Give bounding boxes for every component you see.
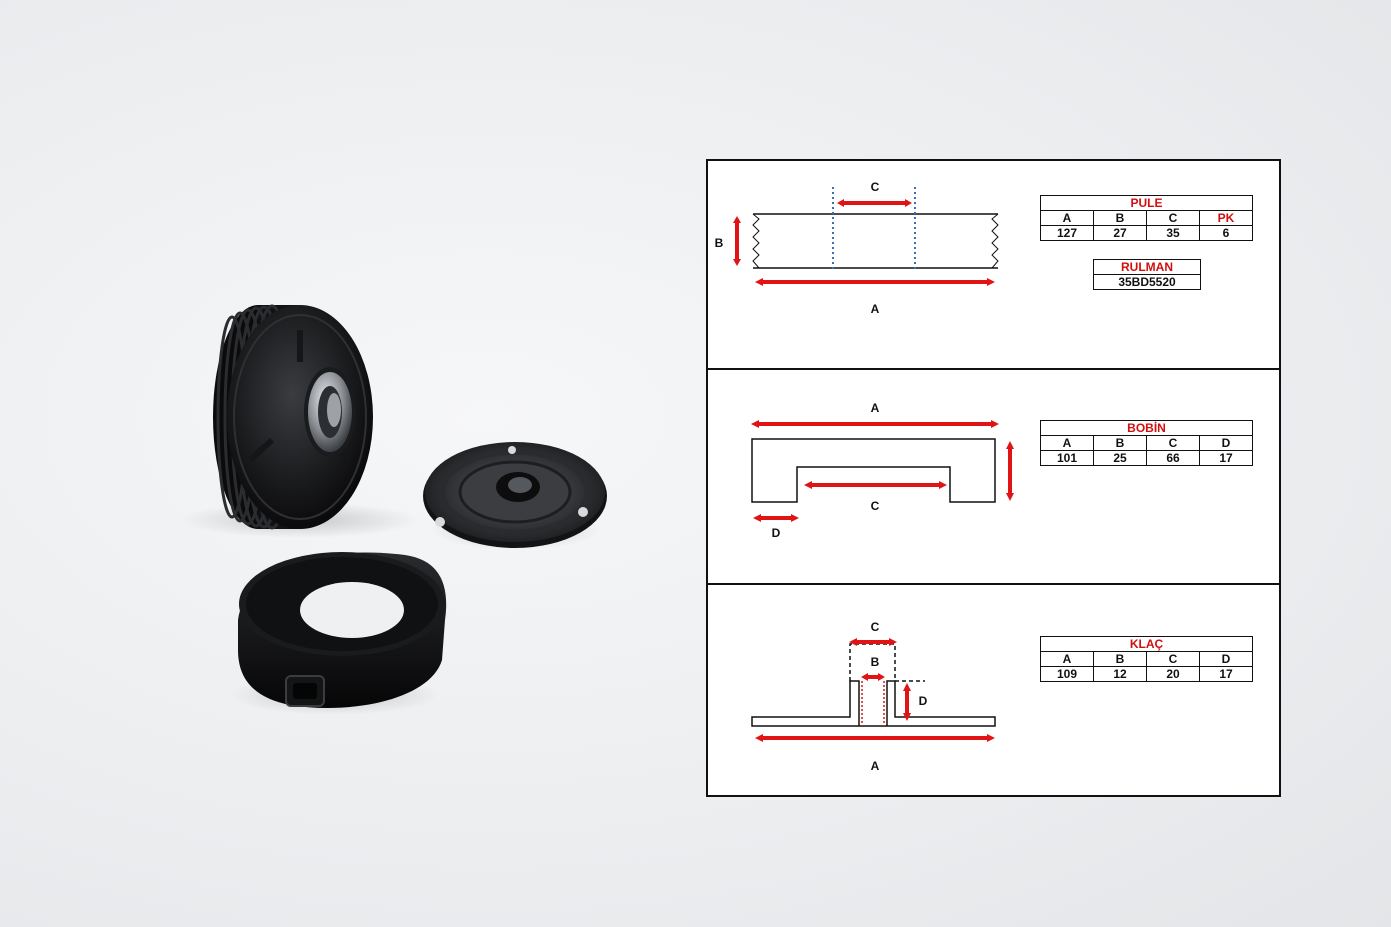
bobin-dim-c: [804, 481, 947, 489]
pule-header-c: C: [1146, 210, 1200, 226]
pulley-dim-a: [755, 278, 995, 286]
pule-table-title: PULE: [1040, 195, 1253, 211]
bobin-value-b: 25: [1093, 450, 1147, 466]
klac-value-c: 20: [1146, 666, 1200, 682]
bobin-section: A C D BOBİN A B C D 101 25 66 17: [708, 368, 1279, 585]
pulley-diagram: C B A: [715, 180, 999, 316]
klac-table: KLAÇ A B C D 109 12 20 17: [1040, 636, 1253, 682]
pulley-section: C B A PULE A B C PK 127 27 35 6 RULMAN 3…: [708, 161, 1279, 370]
bobin-value-d: 17: [1199, 450, 1253, 466]
rulman-table-title: RULMAN: [1093, 259, 1201, 275]
pule-value-a: 127: [1040, 225, 1094, 241]
klac-label-c: C: [871, 620, 880, 634]
pule-value-c: 35: [1146, 225, 1200, 241]
klac-diagram: C B D A: [751, 620, 996, 773]
bobin-header-b: B: [1093, 435, 1147, 451]
clutch-plate-part: [423, 442, 607, 550]
pulley-label-b: B: [715, 236, 724, 250]
pule-value-b: 27: [1093, 225, 1147, 241]
pulley-part: [180, 304, 420, 538]
pule-header-a: A: [1040, 210, 1094, 226]
bobin-table-title: BOBİN: [1040, 420, 1253, 436]
product-photo: [180, 304, 607, 715]
bobin-header-c: C: [1146, 435, 1200, 451]
bobin-dim-b: [1006, 441, 1014, 501]
bobin-value-a: 101: [1040, 450, 1094, 466]
spec-panel: C B A PULE A B C PK 127 27 35 6 RULMAN 3…: [706, 159, 1281, 797]
bobin-label-a: A: [871, 401, 880, 415]
bobin-value-c: 66: [1146, 450, 1200, 466]
klac-dim-a: [755, 734, 995, 742]
bobin-table: BOBİN A B C D 101 25 66 17: [1040, 420, 1253, 466]
klac-label-a: A: [871, 759, 880, 773]
klac-dim-b: [861, 673, 885, 681]
klac-label-d: D: [919, 694, 928, 708]
rulman-table: RULMAN 35BD5520: [1093, 259, 1201, 290]
pule-header-b: B: [1093, 210, 1147, 226]
klac-label-b: B: [871, 655, 880, 669]
klac-section: C B D A KLAÇ A B C D 109 12 20 17: [708, 583, 1279, 797]
klac-header-d: D: [1199, 651, 1253, 667]
klac-table-title: KLAÇ: [1040, 636, 1253, 652]
rulman-value: 35BD5520: [1093, 274, 1201, 290]
klac-dim-d: [903, 683, 911, 721]
coil-part: [230, 552, 447, 715]
klac-header-c: C: [1146, 651, 1200, 667]
pulley-dim-c: [837, 199, 912, 207]
bobin-dim-d: [753, 514, 799, 522]
klac-value-b: 12: [1093, 666, 1147, 682]
bobin-dim-a: [751, 420, 999, 428]
klac-value-d: 17: [1199, 666, 1253, 682]
pule-table: PULE A B C PK 127 27 35 6: [1040, 195, 1253, 241]
klac-header-a: A: [1040, 651, 1094, 667]
bobin-label-c: C: [871, 499, 880, 513]
klac-value-a: 109: [1040, 666, 1094, 682]
pule-value-pk: 6: [1199, 225, 1253, 241]
pulley-label-a: A: [871, 302, 880, 316]
bobin-header-d: D: [1199, 435, 1253, 451]
klac-dim-c: [849, 638, 897, 646]
bobin-diagram: A C D: [751, 401, 1014, 540]
klac-header-b: B: [1093, 651, 1147, 667]
bobin-header-a: A: [1040, 435, 1094, 451]
pulley-label-c: C: [871, 180, 880, 194]
pulley-dim-b: [733, 216, 741, 266]
pule-header-pk: PK: [1199, 210, 1253, 226]
bobin-label-d: D: [772, 526, 781, 540]
